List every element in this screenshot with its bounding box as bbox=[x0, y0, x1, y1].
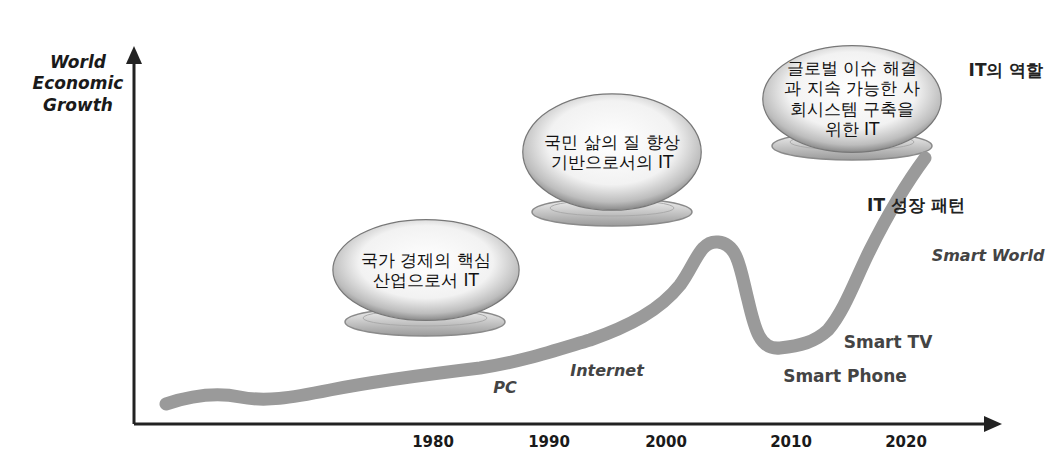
series-label: IT 성장 패턴 bbox=[867, 194, 965, 217]
bubble-node: 글로벌 이슈 해결과 지속 가능한 사회시스템 구축을 위한 IT bbox=[760, 44, 944, 154]
year-tick: 2000 bbox=[645, 433, 687, 451]
axes bbox=[126, 46, 1002, 432]
era-label: Smart TV bbox=[844, 332, 933, 352]
series-label: IT의 역할 bbox=[969, 59, 1044, 82]
era-label: Smart Phone bbox=[783, 366, 907, 386]
axis-title: World Economic Growth bbox=[32, 52, 124, 116]
bubble-text: 국가 경제의 핵심산업으로서 IT bbox=[355, 250, 497, 291]
era-label: Smart World bbox=[932, 246, 1045, 265]
era-label: PC bbox=[493, 378, 516, 397]
year-tick: 1990 bbox=[528, 433, 570, 451]
era-label: Internet bbox=[570, 361, 644, 380]
bubble-node: 국민 삶의 질 향상 기반으로서의 IT bbox=[520, 92, 704, 212]
bubble-text: 국민 삶의 질 향상 기반으로서의 IT bbox=[544, 132, 680, 173]
growth-curve bbox=[166, 158, 925, 404]
bubble-text: 글로벌 이슈 해결과 지속 가능한 사회시스템 구축을 위한 IT bbox=[784, 58, 920, 140]
bubble-node: 국가 경제의 핵심산업으로서 IT bbox=[330, 218, 522, 322]
year-tick: 2020 bbox=[885, 433, 927, 451]
year-tick: 1980 bbox=[412, 433, 454, 451]
year-tick: 2010 bbox=[770, 433, 812, 451]
